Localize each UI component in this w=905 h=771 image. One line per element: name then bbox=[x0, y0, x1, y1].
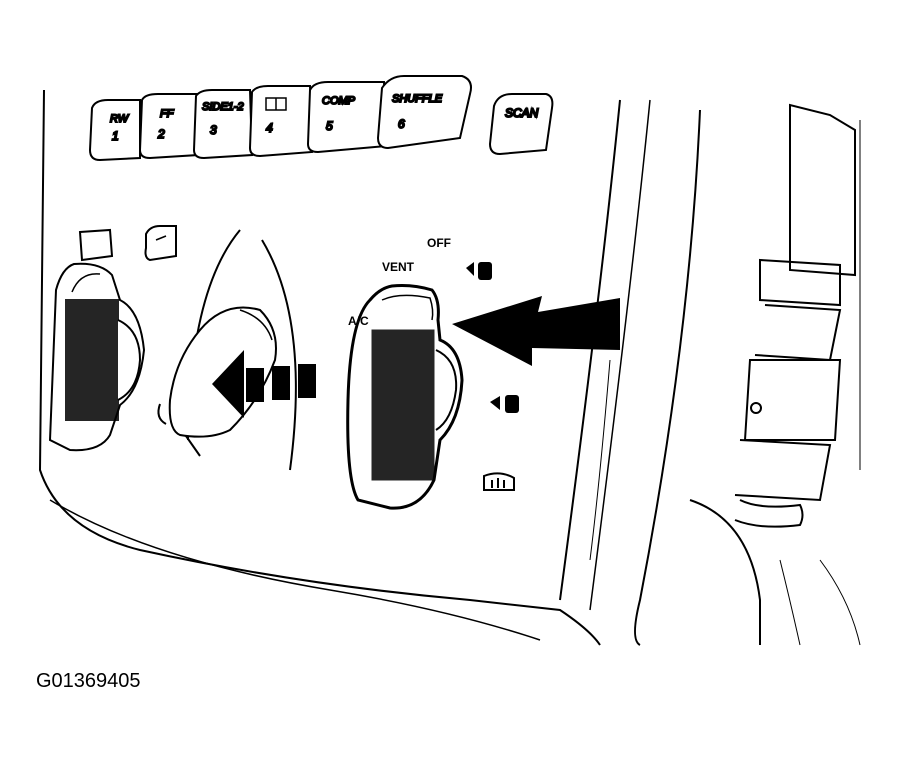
preset-button-3-number: 3 bbox=[210, 123, 217, 137]
preset-button-4[interactable]: 4 bbox=[248, 85, 314, 158]
preset-button-4-number: 4 bbox=[266, 121, 273, 135]
console-panel bbox=[38, 89, 861, 646]
scan-button-label: SCAN bbox=[505, 106, 539, 120]
mode-knob[interactable] bbox=[346, 284, 464, 510]
defrost-icon bbox=[483, 472, 515, 491]
dolby-icon bbox=[265, 97, 287, 111]
figure-id: G01369405 bbox=[36, 670, 141, 692]
preset-button-1-label: RW bbox=[110, 113, 130, 125]
arrow-icon bbox=[452, 296, 620, 366]
preset-button-5-label: COMP bbox=[322, 95, 356, 107]
preset-button-6-number: 6 bbox=[398, 117, 405, 131]
preset-button-5[interactable]: COMP 5 bbox=[306, 81, 388, 154]
preset-button-1[interactable]: RW 1 bbox=[88, 99, 141, 162]
floor-vent-icon bbox=[490, 395, 519, 413]
preset-button-group: RW 1 FF 2 SIDE1-2 3 4 COMP 5 bbox=[88, 75, 554, 162]
temperature-knob[interactable] bbox=[157, 229, 297, 471]
mode-label-off: OFF bbox=[427, 236, 451, 250]
mode-label-vent: VENT bbox=[382, 260, 415, 274]
preset-button-5-number: 5 bbox=[326, 119, 333, 133]
recirculate-icon bbox=[466, 262, 492, 280]
left-knob[interactable] bbox=[48, 228, 146, 452]
preset-button-2-number: 2 bbox=[157, 127, 165, 141]
preset-button-3-label: SIDE1-2 bbox=[202, 101, 244, 113]
preset-button-6-label: SHUFFLE bbox=[392, 93, 443, 105]
preset-button-2-label: FF bbox=[160, 108, 175, 120]
dashed-arrow-icon bbox=[212, 350, 316, 418]
scan-button[interactable]: SCAN bbox=[488, 93, 554, 156]
preset-button-1-number: 1 bbox=[112, 129, 119, 143]
preset-button-2[interactable]: FF 2 bbox=[138, 93, 199, 160]
preset-button-3[interactable]: SIDE1-2 3 bbox=[192, 89, 254, 160]
mode-label-ac: A/C bbox=[348, 314, 369, 328]
preset-button-6[interactable]: SHUFFLE 6 bbox=[376, 75, 472, 150]
small-toggle-button[interactable] bbox=[144, 225, 177, 262]
